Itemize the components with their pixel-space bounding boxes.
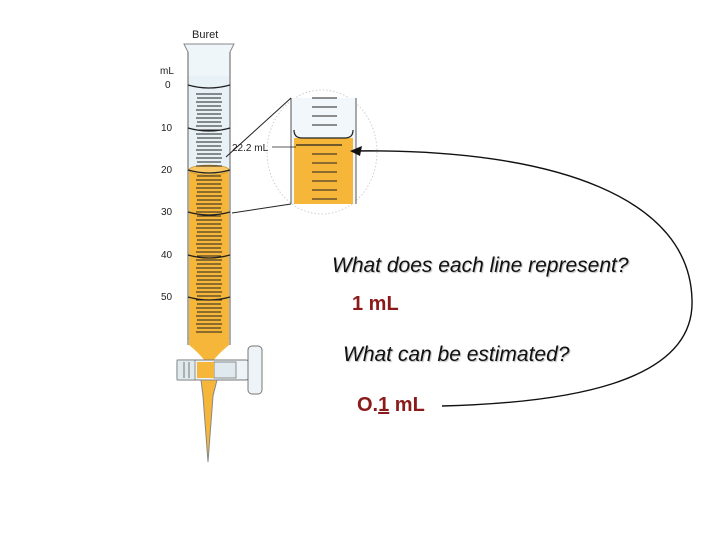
answer-estimate: O.1 mL — [357, 394, 425, 417]
callout-lines — [225, 97, 292, 214]
unit-label: mL — [160, 66, 174, 77]
reading-label: 22.2 mL — [232, 143, 269, 154]
buret-title: Buret — [192, 29, 218, 41]
buret-tip — [200, 379, 218, 463]
scale-label-50: 50 — [161, 292, 173, 303]
question-estimate: What can be estimated? — [343, 343, 570, 366]
curved-arrow — [351, 150, 693, 407]
scale-label-40: 40 — [161, 250, 173, 261]
answer-estimate-prefix: O. — [357, 394, 379, 416]
scale-label-20: 20 — [161, 165, 173, 176]
answer-estimate-suffix: mL — [389, 394, 425, 416]
scale-label-10: 10 — [161, 123, 173, 134]
answer-estimate-digit: 1 — [378, 394, 390, 416]
question-line-meaning: What does each line represent? — [332, 254, 629, 277]
answer-line-value: 1 mL — [352, 293, 399, 315]
scale-label-0: 0 — [165, 80, 171, 91]
scale-labels: 0 10 20 30 40 50 — [161, 80, 173, 303]
arrowhead-icon — [350, 146, 362, 156]
graduation-marks — [196, 93, 222, 333]
scale-label-30: 30 — [161, 207, 173, 218]
major-graduations — [187, 84, 231, 301]
magnified-view — [266, 89, 378, 215]
buret-tube — [183, 43, 235, 362]
